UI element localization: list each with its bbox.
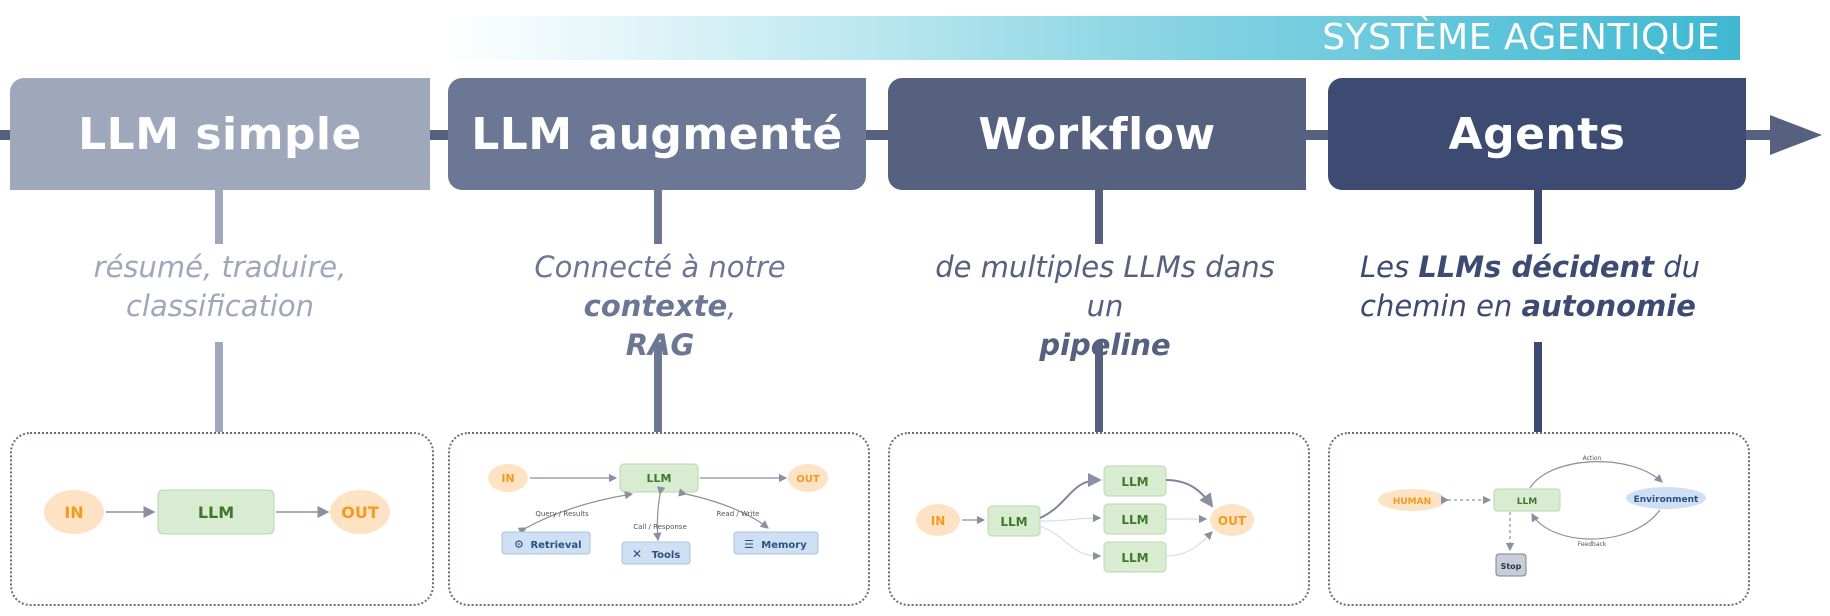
in-node	[916, 504, 960, 536]
out-node	[788, 464, 828, 492]
flow-arrow	[1039, 525, 1102, 561]
human-node	[1378, 489, 1446, 511]
out-label: OUT	[1218, 514, 1247, 528]
memory-node	[733, 531, 819, 555]
read-label: Read / Write	[717, 510, 760, 518]
diagram-agents-svg: HUMAN LLM Action Feedback Environment St…	[1378, 455, 1706, 577]
description-emphasis: RAG	[625, 328, 695, 362]
in-label: IN	[501, 472, 514, 485]
in-label: IN	[931, 514, 946, 528]
description-emphasis: pipeline	[1039, 328, 1171, 362]
diagram-llm-augmente: IN LLM OUT Query / Results Call / Respon…	[448, 432, 870, 606]
description-emphasis: autonomie	[1521, 289, 1696, 323]
in-node	[488, 464, 528, 492]
llm-label: LLM	[198, 503, 234, 522]
memory-label: Memory	[761, 540, 807, 551]
stage-title: Workflow	[978, 108, 1216, 160]
retrieval-node	[501, 531, 591, 555]
flow-arrow	[1165, 531, 1213, 557]
description-emphasis: contexte	[583, 289, 728, 323]
action-connector	[1529, 461, 1663, 489]
memory-icon: ☰	[744, 538, 754, 551]
stop-label: Stop	[1501, 562, 1522, 571]
flow-arrow	[1039, 513, 1102, 523]
query-label: Query / Results	[535, 510, 589, 518]
llm-label: LLM	[647, 472, 672, 485]
retrieval-label: Retrieval	[530, 540, 581, 551]
llm-node-c	[1103, 541, 1167, 573]
diagram-llm-simple-svg: IN LLM OUT	[44, 489, 390, 535]
description-line: résumé, traduire,	[93, 250, 347, 284]
out-node	[330, 490, 390, 534]
human-label: HUMAN	[1393, 497, 1431, 507]
in-label: IN	[64, 503, 83, 522]
flow-arrow	[1039, 473, 1102, 519]
llm-node	[157, 489, 275, 535]
stage-llm-simple: LLM simple	[10, 78, 430, 190]
description-workflow: de multiples LLMs dans un pipeline	[920, 244, 1290, 362]
llm-node	[1493, 488, 1561, 512]
diagram-agents: HUMAN LLM Action Feedback Environment St…	[1328, 432, 1750, 606]
stage-title: LLM simple	[78, 108, 362, 160]
diagram-llm-simple: IN LLM OUT	[10, 432, 434, 606]
description-text: ,	[727, 289, 737, 323]
description-agents: Les LLMs décident du chemin en autonomie	[1360, 244, 1710, 342]
description-emphasis: LLMs décident	[1418, 250, 1654, 284]
description-text: chemin en	[1360, 289, 1522, 323]
stage-title: LLM augmenté	[471, 108, 843, 160]
in-node	[44, 490, 104, 534]
out-label: OUT	[796, 474, 820, 485]
feedback-label: Feedback	[1578, 541, 1607, 548]
environment-node	[1626, 487, 1706, 509]
stage-agents: Agents	[1328, 78, 1746, 190]
action-label: Action	[1583, 455, 1602, 462]
diagram-workflow-svg: IN LLM LLM LLM LLM OUT	[916, 465, 1254, 573]
llm-label: LLM	[1000, 515, 1027, 529]
feedback-connector	[1531, 509, 1661, 540]
tools-node	[621, 541, 691, 565]
query-connector	[517, 491, 634, 536]
flow-arrow	[1165, 479, 1214, 508]
call-label: Call / Response	[633, 523, 687, 531]
description-text: du	[1654, 250, 1701, 284]
timeline-arrow-icon	[1770, 115, 1822, 155]
tools-label: Tools	[652, 550, 681, 561]
stage-llm-augmente: LLM augmenté	[448, 78, 866, 190]
out-label: OUT	[341, 503, 379, 522]
call-connector	[653, 486, 666, 542]
llm-label-b: LLM	[1121, 513, 1148, 527]
stage-title: Agents	[1448, 108, 1626, 160]
stop-node	[1495, 553, 1527, 577]
diagram-workflow: IN LLM LLM LLM LLM OUT	[888, 432, 1310, 606]
diagram-llm-augmente-svg: IN LLM OUT Query / Results Call / Respon…	[488, 463, 828, 565]
description-text: Connecté à notre	[534, 250, 786, 284]
description-line: de multiples LLMs dans un	[935, 250, 1275, 323]
agentic-system-banner: SYSTÈME AGENTIQUE	[445, 16, 1740, 60]
banner-label: SYSTÈME AGENTIQUE	[1322, 17, 1720, 58]
llm-label: LLM	[1517, 497, 1537, 507]
description-line: classification	[125, 289, 315, 323]
llm-label-a: LLM	[1121, 475, 1148, 489]
out-node	[1210, 504, 1254, 536]
description-text: Les	[1360, 250, 1419, 284]
description-llm-simple: résumé, traduire, classification	[70, 244, 370, 342]
environment-label: Environment	[1634, 495, 1699, 505]
llm-label-c: LLM	[1121, 551, 1148, 565]
read-connector	[678, 488, 769, 529]
tools-icon: ✕	[632, 547, 642, 561]
description-llm-augmente: Connecté à notre contexte, RAG	[455, 244, 865, 362]
stage-workflow: Workflow	[888, 78, 1306, 190]
retrieval-icon: ⚙	[514, 538, 524, 551]
